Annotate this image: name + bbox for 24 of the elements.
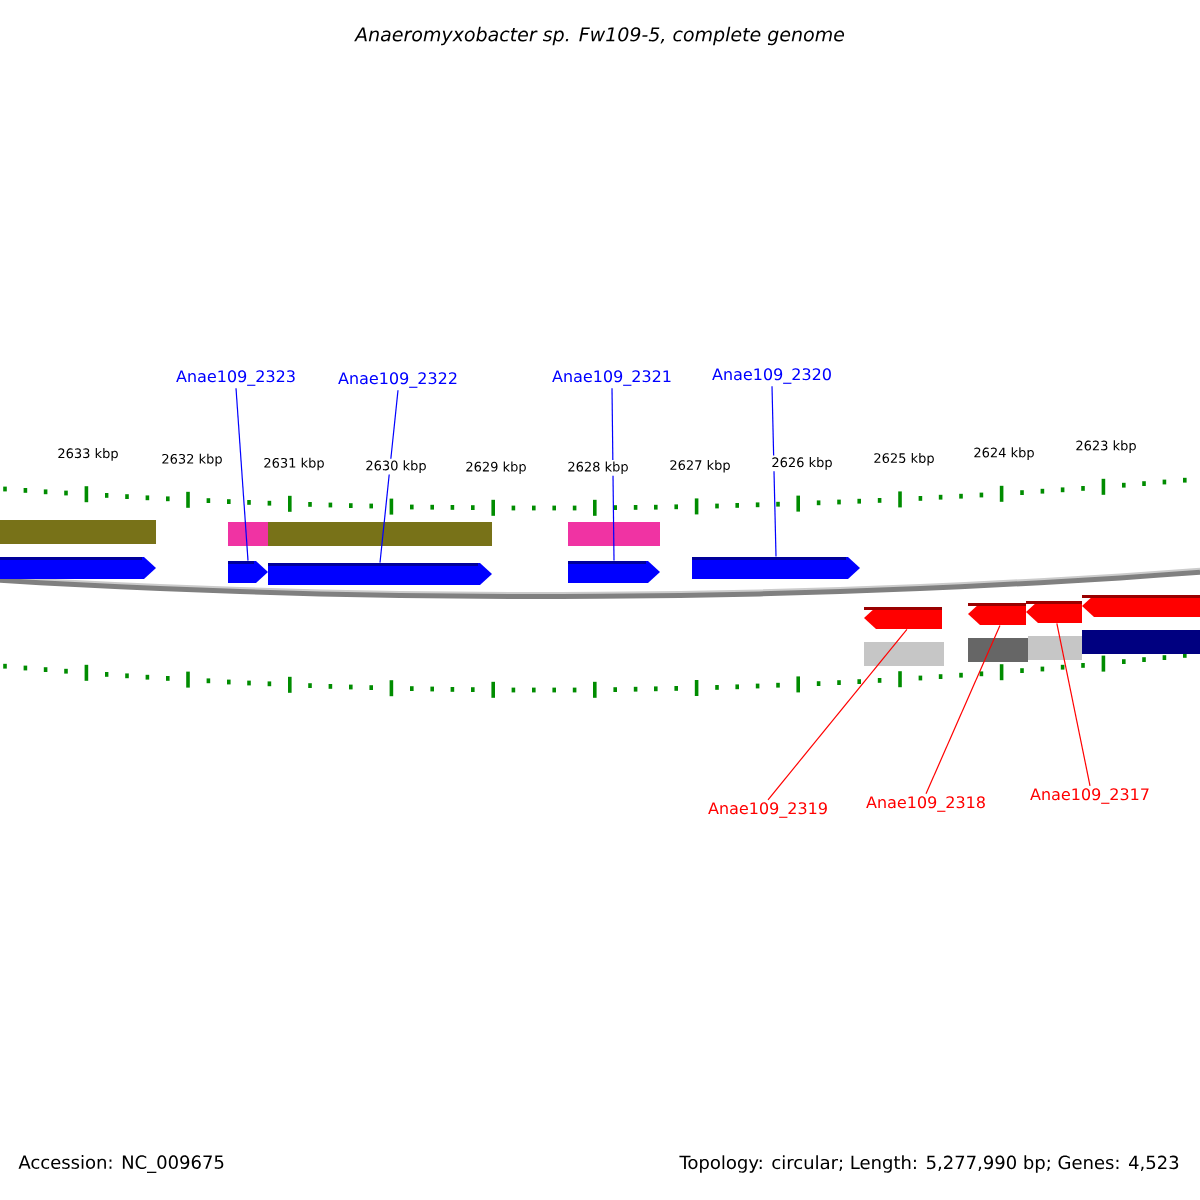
gene-label: Anae109_2319	[708, 802, 827, 818]
gene-label: Anae109_2320	[712, 368, 831, 384]
gene-feature	[692, 557, 860, 579]
leader-line	[767, 628, 908, 801]
leader-line	[771, 385, 777, 558]
title: Anaeromyxobacter sp. Fw109-5, complete genome	[354, 26, 845, 46]
footer-text: Topology: circular; Length: 5,277,990 bp; Genes: 4,523	[679, 1155, 1179, 1173]
leader-line	[925, 624, 1001, 795]
gene-label: Anae109_2323	[176, 370, 295, 386]
gene-feature	[1026, 601, 1082, 623]
gene-feature	[864, 607, 942, 629]
leader-line	[235, 387, 249, 562]
leader-line	[611, 387, 615, 562]
gene-label: Anae109_2321	[552, 370, 671, 386]
leader-line	[1056, 622, 1091, 787]
gene-feature	[968, 603, 1026, 625]
gene-feature	[0, 557, 156, 579]
gene-label: Anae109_2322	[338, 372, 457, 388]
gene-label: Anae109_2318	[866, 796, 985, 812]
leader-line	[379, 389, 399, 564]
footer-text: Accession: NC_009675	[18, 1155, 224, 1173]
gene-label: Anae109_2317	[1030, 788, 1149, 804]
gene-feature	[568, 561, 660, 583]
gene-feature	[228, 561, 268, 583]
